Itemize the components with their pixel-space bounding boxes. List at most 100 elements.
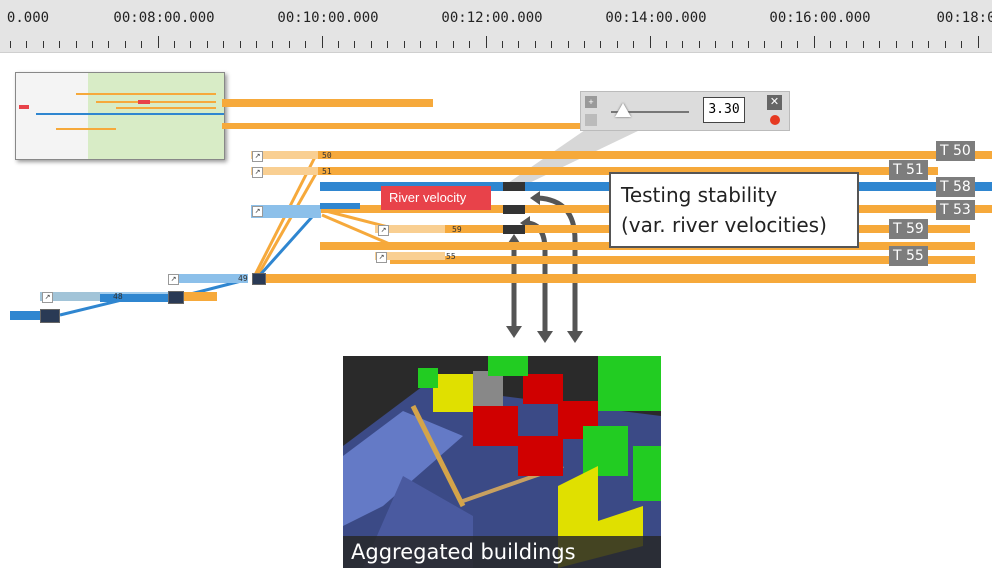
ruler-tick xyxy=(92,41,93,48)
arrow-head xyxy=(567,331,583,343)
branch-start-active[interactable] xyxy=(251,205,321,218)
ruler-tick xyxy=(535,41,536,48)
snapshot-thumbnail[interactable] xyxy=(252,273,266,285)
snapshot-thumbnail[interactable] xyxy=(168,291,184,304)
ruler-tick xyxy=(240,41,241,48)
ruler-tick xyxy=(764,41,765,48)
active-track-bar[interactable] xyxy=(10,311,46,320)
ruler-tick xyxy=(617,41,618,48)
ruler-tick xyxy=(371,41,372,48)
ruler-tick xyxy=(978,36,979,48)
ruler-tick xyxy=(108,41,109,48)
branch-start[interactable] xyxy=(375,252,445,260)
active-track-bar[interactable] xyxy=(100,294,175,302)
green-building xyxy=(598,356,661,411)
river-velocity-label[interactable]: River velocity xyxy=(381,186,491,210)
selected-segment[interactable] xyxy=(503,225,525,234)
branch-number: 51 xyxy=(322,167,332,176)
river-bank xyxy=(410,404,466,508)
collapse-icon[interactable]: + xyxy=(585,96,597,108)
ruler-tick xyxy=(732,41,733,48)
ruler-tick xyxy=(961,41,962,48)
track-tag[interactable]: T 58 xyxy=(936,177,975,197)
gray-building xyxy=(473,371,503,411)
branch-start[interactable] xyxy=(251,151,318,159)
ruler-tick xyxy=(26,41,27,48)
wrench-icon[interactable]: ↗ xyxy=(252,151,263,162)
time-label: 00:08:00.000 xyxy=(113,10,215,26)
grid-icon[interactable] xyxy=(585,114,597,126)
branch-number: 50 xyxy=(322,151,332,160)
water-spray xyxy=(343,411,463,526)
ruler-tick xyxy=(584,41,585,48)
track-bar[interactable] xyxy=(222,99,433,107)
track-tag[interactable]: T 50 xyxy=(936,141,975,161)
time-label: 00:16:00.000 xyxy=(769,10,871,26)
ruler-tick xyxy=(928,41,929,48)
record-icon[interactable] xyxy=(770,115,780,125)
ruler-tick xyxy=(256,41,257,48)
selected-segment[interactable] xyxy=(503,182,525,191)
branch-number: 55 xyxy=(446,252,456,261)
slider-track[interactable] xyxy=(611,111,689,113)
wrench-icon[interactable]: ↗ xyxy=(378,225,389,236)
ruler-tick xyxy=(10,41,11,48)
wrench-icon[interactable]: ↗ xyxy=(42,292,53,303)
minimap-track xyxy=(36,113,224,115)
track-tag[interactable]: T 55 xyxy=(889,246,928,266)
track-bar[interactable] xyxy=(390,256,975,264)
branch-start[interactable] xyxy=(375,225,445,233)
ruler-tick xyxy=(387,41,388,48)
minimap-track xyxy=(116,107,216,109)
ruler-tick xyxy=(863,41,864,48)
branch-start-active[interactable] xyxy=(168,274,248,283)
ruler-tick xyxy=(207,41,208,48)
scene-caption: Aggregated buildings xyxy=(343,536,661,568)
ruler-tick xyxy=(486,36,487,48)
arrow-head xyxy=(537,331,553,343)
wrench-icon[interactable]: ↗ xyxy=(252,167,263,178)
time-label: 0.000 xyxy=(6,10,50,26)
ruler-tick xyxy=(272,41,273,48)
track-bar[interactable] xyxy=(222,123,660,129)
wrench-icon[interactable]: ↗ xyxy=(252,206,263,217)
minimap-marker xyxy=(19,105,29,109)
green-building xyxy=(418,368,438,388)
time-ruler[interactable]: 0.000 00:08:00.000 00:10:00.000 00:12:00… xyxy=(0,0,992,53)
ruler-tick xyxy=(174,41,175,48)
red-building xyxy=(518,436,563,476)
ruler-tick xyxy=(682,41,683,48)
track-tag[interactable]: T 51 xyxy=(889,160,928,180)
track-bar[interactable] xyxy=(258,274,976,283)
track-bar[interactable] xyxy=(180,292,217,301)
arrow-head xyxy=(506,326,522,338)
ruler-tick xyxy=(436,41,437,48)
connector-line xyxy=(321,213,393,247)
active-track-bar[interactable] xyxy=(320,203,360,209)
ruler-tick xyxy=(830,41,831,48)
connector-line xyxy=(256,169,320,276)
ruler-tick xyxy=(896,41,897,48)
red-building xyxy=(473,406,518,446)
track-tag[interactable]: T 53 xyxy=(936,200,975,220)
wrench-icon[interactable]: ↗ xyxy=(168,274,179,285)
close-icon[interactable]: ✕ xyxy=(767,95,782,110)
branch-start[interactable] xyxy=(251,167,318,175)
value-input[interactable]: 3.30 xyxy=(703,97,745,123)
selected-segment[interactable] xyxy=(503,205,525,214)
green-building xyxy=(633,446,661,501)
ruler-tick xyxy=(322,36,323,48)
ruler-tick xyxy=(125,41,126,48)
ruler-tick xyxy=(666,41,667,48)
branch-number: 49 xyxy=(238,274,248,283)
track-tag[interactable]: T 59 xyxy=(889,219,928,239)
ruler-tick xyxy=(568,41,569,48)
slider-handle[interactable] xyxy=(615,103,631,117)
minimap-thumbnail[interactable] xyxy=(15,72,225,160)
snapshot-thumbnail[interactable] xyxy=(40,309,60,323)
ruler-tick xyxy=(453,41,454,48)
callout-line: (var. river velocities) xyxy=(621,213,827,237)
track-bar[interactable] xyxy=(318,151,992,159)
track-bar[interactable] xyxy=(318,167,938,175)
wrench-icon[interactable]: ↗ xyxy=(376,252,387,263)
